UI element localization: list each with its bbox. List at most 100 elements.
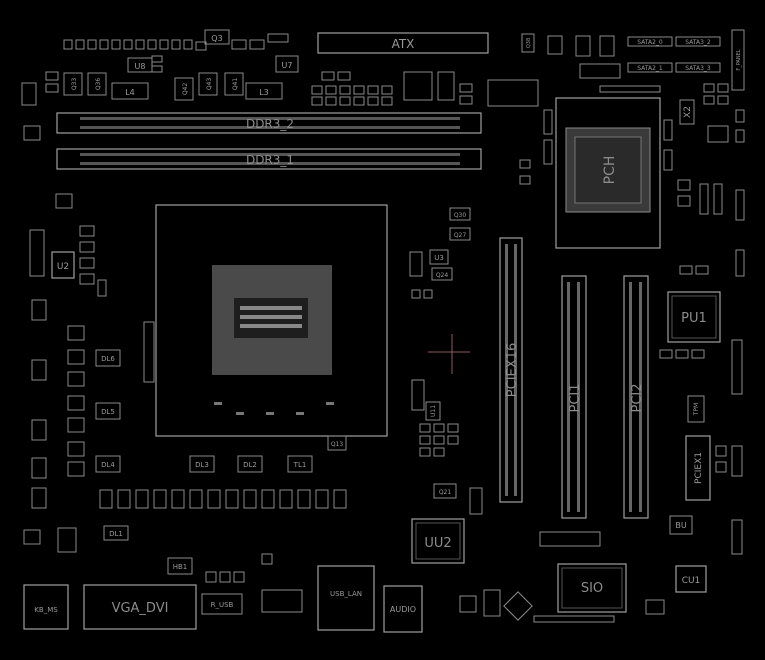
connector-usb-lan: USB_LAN — [317, 565, 375, 631]
mosfet-q24: Q24 — [431, 267, 453, 281]
svg-text:HB1: HB1 — [173, 563, 188, 571]
connector-sata3-2: SATA3_2 — [675, 36, 721, 47]
mosfet-q38: Q38 — [521, 33, 535, 53]
header-tpm: TPM — [687, 395, 705, 423]
svg-text:BU: BU — [675, 521, 686, 530]
mosfet-q42: Q42 — [174, 77, 194, 101]
svg-text:SATA3_3: SATA3_3 — [685, 65, 711, 72]
svg-text:Q27: Q27 — [454, 232, 467, 239]
svg-text:F_PANEL: F_PANEL — [736, 49, 742, 70]
connector-f-panel: F_PANEL — [731, 29, 745, 91]
connector-r-usb: R_USB — [201, 593, 243, 615]
mosfet-q41: Q41 — [224, 72, 244, 96]
svg-text:Q24: Q24 — [436, 272, 449, 279]
connector-sata2-0: SATA2_0 — [627, 36, 673, 47]
svg-text:DL2: DL2 — [243, 461, 257, 469]
top-right-connector-area — [487, 35, 621, 107]
svg-text:DL3: DL3 — [195, 461, 209, 469]
svg-text:U11: U11 — [430, 405, 437, 417]
slot-pciex16: PCIEX16 — [499, 237, 523, 503]
svg-text:VGA_DVI: VGA_DVI — [112, 601, 169, 616]
svg-text:PCH: PCH — [602, 156, 618, 185]
svg-text:L3: L3 — [259, 88, 269, 97]
svg-text:DL1: DL1 — [109, 530, 123, 538]
svg-text:SIO: SIO — [581, 581, 603, 596]
svg-text:Q33: Q33 — [71, 78, 78, 91]
chip-sio: SIO — [557, 563, 627, 613]
bottom-misc-parts — [23, 487, 665, 623]
connector-vga-dvi: VGA_DVI — [83, 584, 197, 630]
chip-hb1: HB1 — [167, 557, 193, 575]
svg-text:X2: X2 — [683, 106, 693, 118]
svg-text:PCIEX16: PCIEX16 — [505, 343, 520, 397]
svg-text:DL4: DL4 — [101, 461, 115, 469]
chip-bu: BU — [669, 515, 693, 535]
chip-uu2: UU2 — [411, 518, 465, 564]
svg-text:L4: L4 — [125, 88, 135, 97]
inductor-dl1: DL1 — [103, 525, 129, 541]
chip-u11: U11 — [425, 401, 441, 421]
svg-text:Q36: Q36 — [95, 78, 102, 91]
svg-text:SATA2_0: SATA2_0 — [637, 39, 663, 46]
inductor-dl2: DL2 — [237, 455, 263, 473]
crystal-x2: X2 — [679, 99, 695, 125]
svg-text:Q41: Q41 — [232, 78, 239, 91]
mosfet-q36: Q36 — [87, 72, 107, 96]
cpu-socket — [155, 204, 388, 437]
svg-text:DL6: DL6 — [101, 355, 115, 363]
svg-text:Q13: Q13 — [331, 441, 344, 448]
right-side-smd — [703, 83, 745, 277]
svg-text:SATA2_1: SATA2_1 — [637, 65, 663, 72]
inductor-dl4: DL4 — [95, 455, 121, 473]
svg-text:CU1: CU1 — [682, 576, 701, 586]
inductor-dl5: DL5 — [95, 402, 121, 420]
slot-ddr3-2: DDR3_2 — [56, 112, 482, 134]
svg-text:SATA3_2: SATA3_2 — [685, 39, 711, 46]
svg-text:DDR3_2: DDR3_2 — [246, 117, 294, 131]
inductor-dl6: DL6 — [95, 349, 121, 367]
connector-audio: AUDIO — [383, 585, 423, 633]
left-vrm-parts — [29, 193, 155, 509]
top-left-component-row — [63, 39, 265, 51]
chip-u2: U2 — [51, 251, 75, 279]
svg-text:Q21: Q21 — [439, 489, 452, 496]
svg-text:U2: U2 — [57, 262, 69, 272]
chip-u8: U8 — [127, 57, 153, 73]
svg-text:PCI1: PCI1 — [568, 383, 583, 412]
connector-sata2-1: SATA2_1 — [627, 62, 673, 73]
top-middle-cap-bank — [311, 71, 473, 106]
slot-pci2: PCI2 — [623, 275, 649, 519]
mosfet-q43: Q43 — [198, 72, 218, 96]
chip-pu1: PU1 — [667, 291, 721, 343]
mosfet-q27: Q27 — [449, 227, 471, 241]
svg-text:DL5: DL5 — [101, 408, 115, 416]
svg-text:U7: U7 — [282, 61, 293, 70]
svg-text:Q38: Q38 — [526, 38, 532, 48]
svg-text:USB_LAN: USB_LAN — [330, 590, 362, 598]
svg-text:TL1: TL1 — [293, 461, 307, 469]
svg-text:Q3: Q3 — [211, 34, 222, 43]
top-left-side-parts — [21, 55, 163, 141]
connector-kb-ms: KB_MS — [23, 584, 69, 630]
inductor-l4: L4 — [111, 82, 149, 100]
mid-right-smd — [409, 251, 459, 457]
svg-text:PU1: PU1 — [681, 311, 707, 326]
inductor-tl1: TL1 — [287, 455, 313, 473]
chip-pch: PCH — [555, 97, 661, 249]
mosfet-q33: Q33 — [63, 72, 83, 96]
mosfet-q21: Q21 — [433, 483, 457, 499]
svg-text:KB_MS: KB_MS — [34, 606, 58, 614]
right-column-parts — [659, 265, 743, 555]
connector-atx: ATX — [317, 32, 489, 54]
svg-text:Q43: Q43 — [206, 78, 213, 91]
mosfet-q13: Q13 — [327, 435, 347, 451]
svg-text:PCIEX1: PCIEX1 — [694, 452, 704, 484]
connector-sata3-3: SATA3_3 — [675, 62, 721, 73]
svg-text:PCI2: PCI2 — [630, 383, 645, 412]
slot-ddr3-1: DDR3_1 — [56, 148, 482, 170]
svg-text:Q42: Q42 — [182, 83, 189, 96]
chip-u3: U3 — [429, 249, 449, 265]
svg-text:UU2: UU2 — [424, 536, 451, 551]
svg-text:U8: U8 — [135, 62, 146, 71]
